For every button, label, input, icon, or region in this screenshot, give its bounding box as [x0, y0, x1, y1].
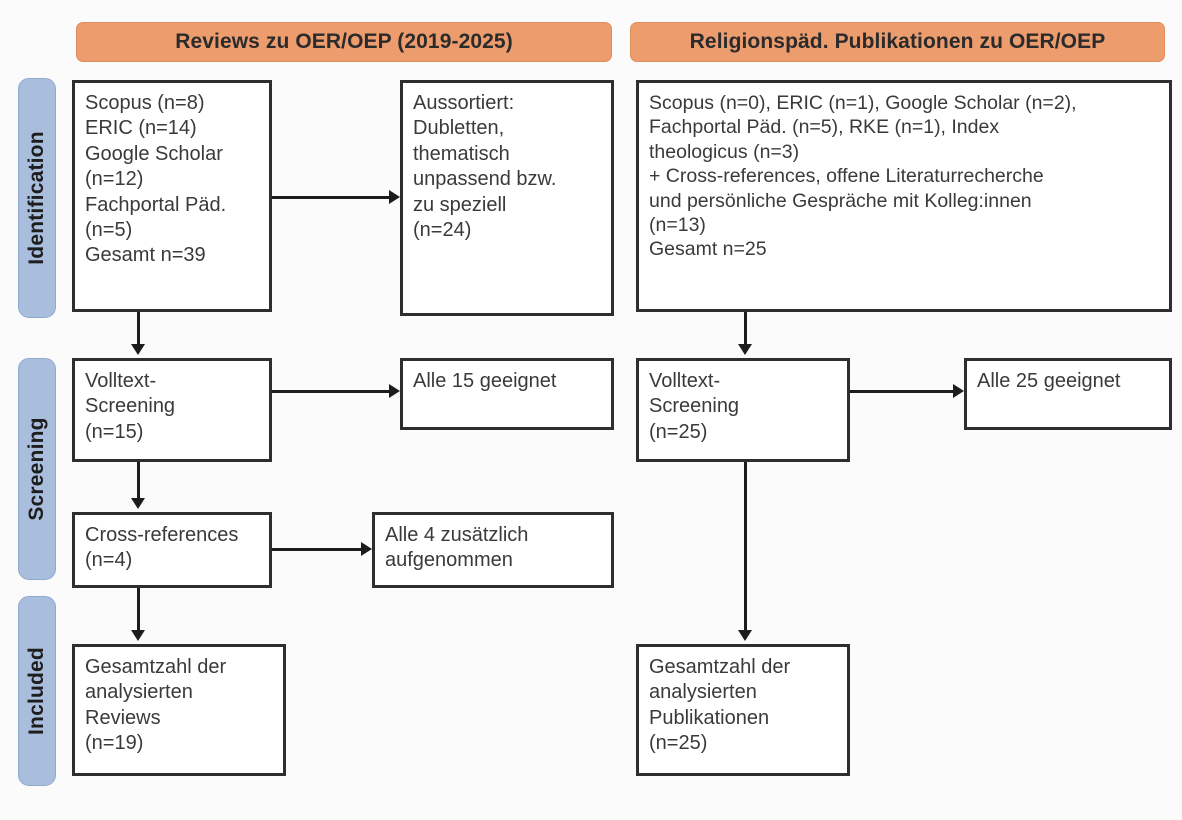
stage-pill-included-label: Included	[25, 647, 48, 735]
arrowhead-left-sources-to-fulltext	[131, 344, 145, 355]
box-right-fulltext-screening: Volltext- Screening (n=25)	[636, 358, 850, 462]
stage-pill-identification: Identification	[18, 78, 56, 318]
arrowhead-right-sources-to-fulltext	[738, 344, 752, 355]
connector-left-sources-to-fulltext	[137, 312, 140, 346]
connector-right-fulltext-to-included	[744, 462, 747, 632]
connector-left-fulltext-to-result	[272, 390, 390, 393]
box-left-fulltext-screening: Volltext- Screening (n=15)	[72, 358, 272, 462]
stage-pill-screening-label: Screening	[25, 417, 48, 521]
column-header-reviews-label: Reviews zu OER/OEP (2019-2025)	[175, 30, 513, 53]
box-left-excluded: Aussortiert: Dubletten, thematisch unpas…	[400, 80, 614, 316]
box-left-fulltext-result: Alle 15 geeignet	[400, 358, 614, 430]
arrowhead-right-fulltext-to-included	[738, 630, 752, 641]
column-header-religionspaed-label: Religionspäd. Publikationen zu OER/OEP	[689, 30, 1106, 53]
stage-pill-screening: Screening	[18, 358, 56, 580]
box-left-cross-result: Alle 4 zusätzlich aufgenommen	[372, 512, 614, 588]
connector-right-fulltext-to-result	[850, 390, 954, 393]
box-left-identification-sources: Scopus (n=8) ERIC (n=14) Google Scholar …	[72, 80, 272, 312]
box-right-fulltext-result: Alle 25 geeignet	[964, 358, 1172, 430]
connector-left-sources-to-excluded	[272, 196, 390, 199]
box-left-cross-references: Cross-references (n=4)	[72, 512, 272, 588]
box-right-identification-sources: Scopus (n=0), ERIC (n=1), Google Scholar…	[636, 80, 1172, 312]
arrowhead-left-crossrefs-to-result	[361, 542, 372, 556]
arrowhead-left-fulltext-to-crossrefs	[131, 498, 145, 509]
arrowhead-left-fulltext-to-result	[389, 384, 400, 398]
stage-pill-identification-label: Identification	[25, 131, 48, 265]
box-left-included-total: Gesamtzahl der analysierten Reviews (n=1…	[72, 644, 286, 776]
connector-left-crossrefs-to-result	[272, 548, 362, 551]
stage-pill-included: Included	[18, 596, 56, 786]
arrowhead-left-sources-to-excluded	[389, 190, 400, 204]
arrowhead-left-crossrefs-to-included	[131, 630, 145, 641]
connector-left-fulltext-to-crossrefs	[137, 462, 140, 500]
arrowhead-right-fulltext-to-result	[953, 384, 964, 398]
column-header-reviews: Reviews zu OER/OEP (2019-2025)	[76, 22, 612, 62]
connector-right-sources-to-fulltext	[744, 312, 747, 346]
column-header-religionspaed: Religionspäd. Publikationen zu OER/OEP	[630, 22, 1165, 62]
box-right-included-total: Gesamtzahl der analysierten Publikatione…	[636, 644, 850, 776]
connector-left-crossrefs-to-included	[137, 588, 140, 632]
